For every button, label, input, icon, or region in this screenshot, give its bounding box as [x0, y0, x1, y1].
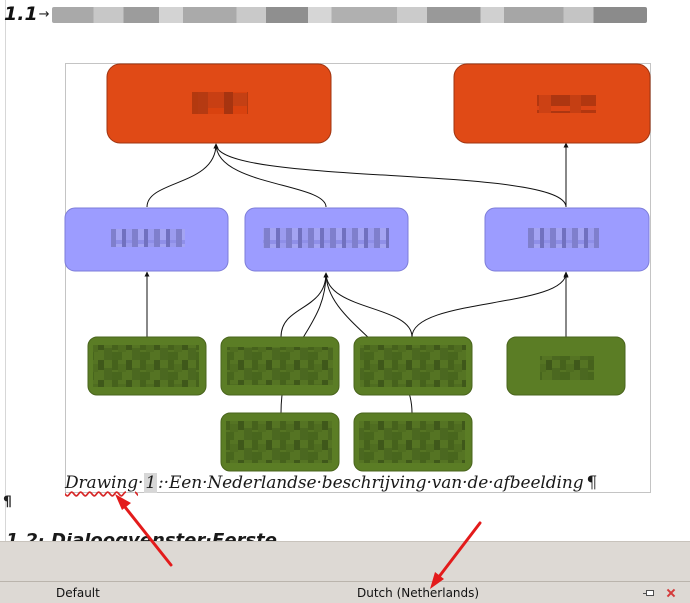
connector-mid-left-to-top-left	[146, 143, 219, 208]
mid-node-left-redacted-label	[111, 229, 185, 247]
language-status[interactable]: Dutch (Netherlands)	[357, 586, 480, 600]
mid-level-nodes	[64, 207, 650, 272]
heading-text-redacted	[51, 7, 647, 23]
tab-marker: →	[38, 6, 50, 22]
lower-node-left-redacted-label	[226, 421, 332, 463]
connector-bottom-center-right-to-mid-center	[323, 272, 413, 338]
caption-separator-1: ·	[138, 473, 144, 493]
caption-label: Drawing	[65, 473, 139, 493]
top-node-right-redacted-label	[537, 95, 596, 113]
document-canvas[interactable]: 1.1 →	[0, 0, 690, 541]
lower-node-right-redacted-label	[359, 421, 465, 463]
bottom-level-nodes	[87, 336, 626, 472]
top-node-left-redacted-label	[192, 92, 248, 114]
caption-text: Een·Nederlandse·beschrijving·van·de·afbe…	[168, 473, 584, 493]
connector-mid-center-to-top-left	[213, 143, 327, 208]
heading-number: 1.1	[4, 2, 38, 25]
connector-bottom-center-right-to-mid-right	[411, 272, 569, 338]
connector-bottom-center-left-to-mid-center	[280, 272, 329, 338]
selection-mode-icon[interactable]	[643, 590, 654, 596]
left-paragraph-marker: ¶	[3, 494, 12, 510]
page-style-status[interactable]: Default	[56, 586, 100, 600]
caption-number-field[interactable]: 1	[144, 473, 158, 493]
figure-caption[interactable]: Drawing · 1 :· Een·Nederlandse·beschrijv…	[65, 471, 597, 495]
caption-separator-2: :·	[158, 473, 169, 493]
bottom-node-2-redacted-label	[227, 347, 333, 385]
bottom-node-1-redacted-label	[93, 345, 199, 387]
bottom-node-3-redacted-label	[360, 345, 466, 387]
mid-node-center-redacted-label	[263, 228, 389, 248]
status-bar: Default Dutch (Netherlands)	[0, 581, 690, 603]
next-heading-text: 1.2· Dialoogvenster·Eerste	[6, 533, 277, 541]
page-left-margin-line	[5, 0, 6, 541]
mid-node-right-redacted-label	[528, 228, 599, 248]
paragraph-mark: ¶	[586, 473, 598, 493]
diagram-illustration[interactable]	[0, 0, 690, 541]
document-modified-icon[interactable]	[666, 588, 676, 598]
next-heading-partial[interactable]: 1.2· Dialoogvenster·Eerste	[0, 533, 690, 541]
gray-separator-band	[0, 541, 690, 581]
top-level-nodes	[106, 63, 651, 144]
bottom-node-4-redacted-label	[540, 356, 594, 380]
connector-mid-right-to-top-left	[213, 143, 567, 208]
heading-row[interactable]: 1.1 →	[0, 2, 660, 26]
